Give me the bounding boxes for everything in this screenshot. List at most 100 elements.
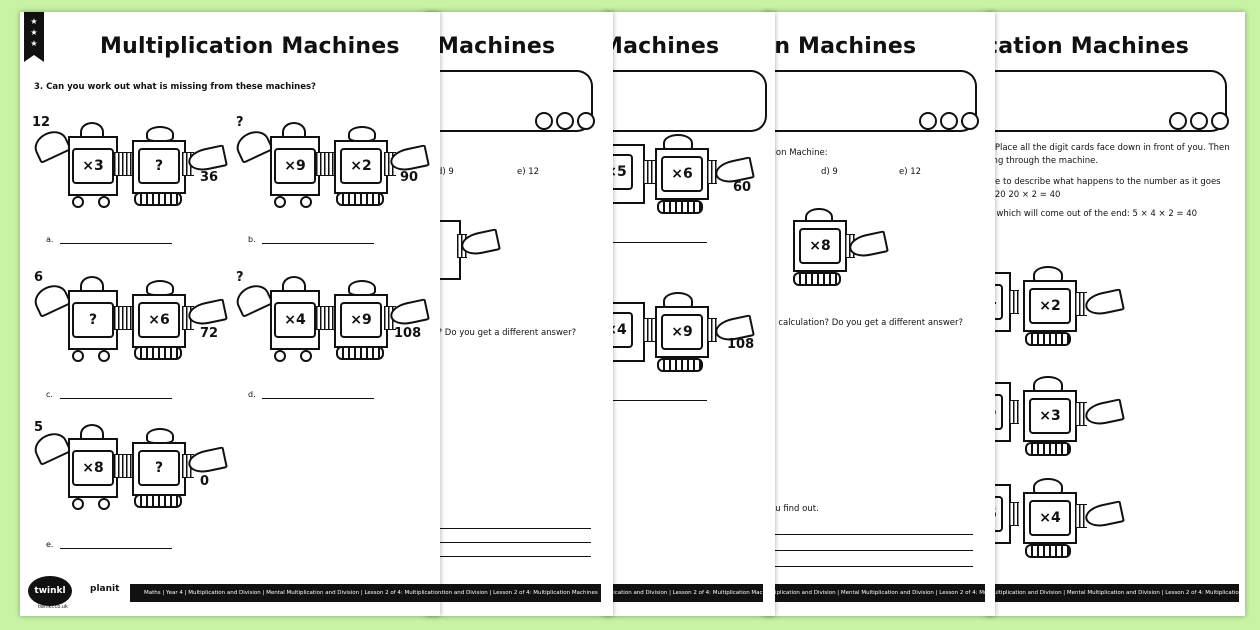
question-text: 3. Can you work out what is missing from… xyxy=(34,82,316,92)
multiplication-machine: ×9 ×2 xyxy=(232,120,430,220)
multiplication-machine: ×5 ×3 xyxy=(985,362,1145,462)
operator-box: ? xyxy=(72,302,114,338)
output-nozzle xyxy=(1083,288,1125,318)
answer-line xyxy=(763,550,973,551)
answer-line[interactable] xyxy=(60,243,172,244)
difficulty-stars-icon: ★★★ xyxy=(24,12,44,62)
output-number: 60 xyxy=(733,180,752,195)
instruction-text: s. Place all the digit cards face down i… xyxy=(985,143,1230,153)
operator-box: ×2 xyxy=(1029,288,1071,324)
page-footer: tiplication and Division | Lesson 2 of 4… xyxy=(425,584,601,602)
operator-box: ? xyxy=(138,450,180,486)
output-nozzle xyxy=(1083,500,1125,530)
input-funnel xyxy=(30,126,72,164)
progress-dots xyxy=(919,112,982,134)
multiplication-machine xyxy=(425,202,575,302)
answer-line xyxy=(425,556,591,557)
operator-box: ×2 xyxy=(340,148,382,184)
question-text: he calculation? Do you get a different a… xyxy=(765,318,964,328)
logo-brand: twinkl xyxy=(34,586,66,596)
page-title: Multiplication Machines xyxy=(100,34,400,59)
question-letter: d. xyxy=(248,390,256,399)
instruction-text: er which will come out of the end: 5 × 4… xyxy=(985,209,1198,219)
worksheet-page-4: on Machines ation Machine: d) 9 e) 12 ×8… xyxy=(763,12,995,616)
multiplication-machine: ×4 ×9 xyxy=(232,274,430,374)
instruction-text: you find out. xyxy=(765,504,819,514)
output-number: 72 xyxy=(200,326,219,341)
question-text: on? Do you get a different answer? xyxy=(427,328,577,338)
multiplication-machine: ×5 ×6 xyxy=(603,114,771,214)
operator-box: ×3 xyxy=(1029,398,1071,434)
operator-box: ×6 xyxy=(138,302,180,338)
twinkl-logo: twinkl xyxy=(28,576,72,606)
answer-line xyxy=(425,528,591,529)
operator-box: ×4 xyxy=(274,302,316,338)
input-number: 12 xyxy=(32,115,51,130)
worksheet-page-5: cation Machines s. Place all the digit c… xyxy=(985,12,1245,616)
output-number: 108 xyxy=(394,326,422,341)
output-number: 108 xyxy=(727,337,755,352)
progress-dots xyxy=(1169,112,1232,134)
answer-option: e) 12 xyxy=(899,167,922,177)
output-number: 0 xyxy=(200,474,210,489)
question-letter: c. xyxy=(46,390,53,399)
answer-option: d) 9 xyxy=(437,167,454,177)
answer-line[interactable] xyxy=(262,243,374,244)
worksheet-page-3: Machines ×5 ×6 60 ×4 ×9 108 ltiplication… xyxy=(603,12,775,616)
worksheet-page-2: Machines : d) 9 e) 12 on? Do you get a d… xyxy=(425,12,613,616)
page-footer: Multiplication and Division | Mental Mul… xyxy=(763,584,985,602)
worksheet-page-1: ★★★ Multiplication Machines 3. Can you w… xyxy=(20,12,440,616)
question-letter: e. xyxy=(46,540,54,549)
input-number: ? xyxy=(236,270,244,285)
title-banner xyxy=(603,70,767,132)
answer-line[interactable] xyxy=(60,548,172,549)
answer-line xyxy=(763,566,973,567)
planit-logo: planit xyxy=(90,584,120,594)
multiplication-machine: ×8 xyxy=(763,202,943,302)
operator-box: ×8 xyxy=(799,228,841,264)
answer-line xyxy=(763,534,973,535)
progress-dots xyxy=(535,112,598,134)
multiplication-machine: ×8 ? xyxy=(30,422,228,522)
page-title: on Machines xyxy=(763,34,917,59)
operator-box: ? xyxy=(138,148,180,184)
input-funnel xyxy=(232,126,274,164)
question-letter: a. xyxy=(46,235,54,244)
output-number: 90 xyxy=(400,170,419,185)
operator-box: ×3 xyxy=(72,148,114,184)
answer-line[interactable] xyxy=(60,398,172,399)
question-letter: b. xyxy=(248,235,256,244)
multiplication-machine: ? ×6 xyxy=(30,274,228,374)
answer-option: d) 9 xyxy=(821,167,838,177)
answer-option: e) 12 xyxy=(517,167,540,177)
page-title: Machines xyxy=(437,34,556,59)
instruction-text: ation Machine: xyxy=(765,148,828,158)
page-footer: Maths | Year 4 | Multiplication and Divi… xyxy=(130,584,440,602)
instruction-text: × 20 20 × 2 = 40 xyxy=(985,190,1061,200)
multiplication-machine: ×6 ×4 xyxy=(985,464,1145,564)
operator-box: ×9 xyxy=(661,314,703,350)
operator-box: ×9 xyxy=(274,148,316,184)
page-footer: ltiplication and Division | Lesson 2 of … xyxy=(603,584,763,602)
answer-line xyxy=(603,400,707,401)
page-title: Machines xyxy=(603,34,720,59)
input-funnel xyxy=(232,280,274,318)
page-footer: Multiplication and Division | Mental Mul… xyxy=(985,584,1239,602)
input-number: 6 xyxy=(34,270,44,285)
logo-url: twinkl.co.uk xyxy=(38,604,68,610)
instruction-text: oing through the machine. xyxy=(985,156,1099,166)
multiplication-machine: ×4 ×2 xyxy=(985,252,1145,352)
answer-line[interactable] xyxy=(262,398,374,399)
operator-box: ×8 xyxy=(72,450,114,486)
input-funnel xyxy=(30,280,72,318)
answer-line xyxy=(425,542,591,543)
operator-box: ×6 xyxy=(661,156,703,192)
answer-line xyxy=(603,242,707,243)
operator-box: ×9 xyxy=(340,302,382,338)
operator-box: ×4 xyxy=(1029,500,1071,536)
instruction-text: nce to describe what happens to the numb… xyxy=(985,177,1221,187)
page-title: cation Machines xyxy=(985,34,1190,59)
input-number: 5 xyxy=(34,420,44,435)
title-banner xyxy=(985,70,1227,132)
input-number: ? xyxy=(236,115,244,130)
